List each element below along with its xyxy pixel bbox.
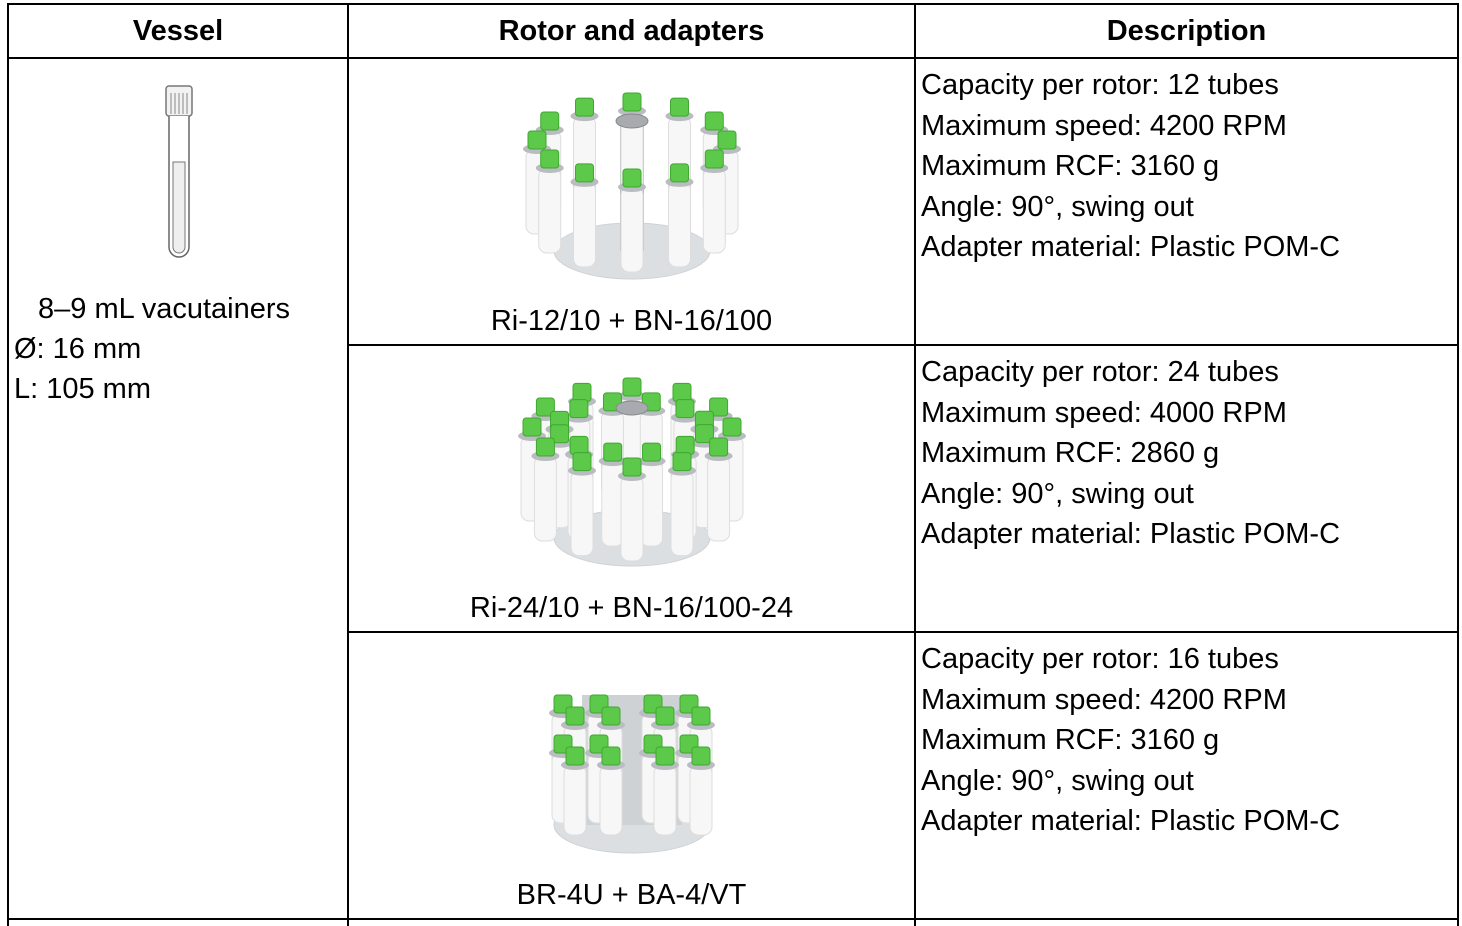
green-cap	[655, 706, 674, 726]
adapter-tube	[572, 181, 596, 268]
rotor-cell: Ri-12/10 + BN-16/100	[347, 57, 916, 346]
green-cap	[704, 111, 724, 131]
green-cap	[622, 92, 641, 112]
green-cap	[539, 111, 559, 131]
green-cap	[569, 435, 589, 455]
rotor-image	[548, 694, 715, 854]
adapter-tube	[599, 764, 622, 836]
green-cap	[522, 417, 541, 437]
vessel-diameter: Ø: 16 mm	[14, 333, 142, 365]
green-cap	[672, 452, 691, 472]
green-cap	[691, 746, 710, 766]
description-cell: Capacity per rotor: 16 tubes Maximum spe…	[914, 631, 1459, 920]
green-cap	[674, 399, 694, 419]
green-cap	[539, 149, 559, 169]
green-cap	[704, 149, 724, 169]
green-cap	[669, 97, 689, 117]
header-description: Description	[914, 3, 1459, 59]
green-cap	[568, 399, 588, 419]
angle: Angle: 90°, swing out	[921, 477, 1194, 510]
green-cap	[708, 437, 728, 457]
green-cap	[535, 437, 555, 457]
adapter-tube	[653, 764, 676, 836]
adapter-tube	[670, 470, 693, 557]
green-cap	[574, 163, 594, 183]
green-cap	[672, 382, 691, 402]
green-cap	[535, 397, 555, 417]
adapter-tube	[537, 167, 561, 254]
rotor-compatibility-table: Vessel Rotor and adapters Description 8–…	[7, 3, 1459, 926]
rotor-cell: Ri-24/10 + BN-16/100-24	[347, 344, 916, 633]
green-cap	[717, 130, 736, 150]
rotor-cell: BR-4U + BA-4/VT	[347, 631, 916, 920]
green-cap	[655, 746, 674, 766]
green-cap	[549, 424, 569, 444]
green-cap	[565, 746, 584, 766]
rotor-model: BR-4U + BA-4/VT	[516, 879, 747, 911]
next-row-partial	[7, 918, 1459, 926]
angle: Angle: 90°, swing out	[921, 190, 1194, 223]
capacity: Capacity per rotor: 12 tubes	[921, 69, 1279, 101]
rotor-image	[517, 377, 746, 567]
max-speed: Maximum speed: 4200 RPM	[921, 683, 1287, 716]
description-cell: Capacity per rotor: 24 tubes Maximum spe…	[914, 344, 1459, 633]
table-row: Ri-24/10 + BN-16/100-24 Capacity per rot…	[8, 344, 1459, 633]
green-cap	[694, 424, 714, 444]
vessel-cell: 8–9 mL vacutainers Ø: 16 mm L: 105 mm	[7, 57, 349, 920]
green-cap	[622, 168, 641, 188]
rotor-model: Ri-12/10 + BN-16/100	[490, 305, 773, 337]
header-vessel: Vessel	[7, 3, 349, 59]
green-cap	[574, 97, 594, 117]
green-cap	[708, 397, 728, 417]
green-cap	[675, 435, 695, 455]
green-cap	[669, 163, 689, 183]
green-cap	[602, 442, 622, 462]
green-cap	[691, 706, 710, 726]
max-speed: Maximum speed: 4200 RPM	[921, 109, 1287, 142]
description-cell: Capacity per rotor: 12 tubes Maximum spe…	[914, 57, 1459, 346]
vessel-length: L: 105 mm	[14, 373, 151, 405]
adapter-material: Adapter material: Plastic POM-C	[921, 231, 1341, 263]
green-cap	[572, 382, 591, 402]
green-cap	[722, 417, 741, 437]
adapter-tube	[563, 764, 586, 836]
vessel-name: 8–9 mL vacutainers	[38, 293, 291, 325]
green-cap	[641, 442, 661, 462]
green-cap	[572, 452, 591, 472]
green-cap	[565, 706, 584, 726]
green-cap	[622, 457, 641, 477]
adapter-tube	[667, 181, 691, 268]
max-speed: Maximum speed: 4000 RPM	[921, 396, 1287, 429]
rotor-hub	[615, 400, 648, 416]
adapter-tube	[620, 186, 643, 273]
table-row: 8–9 mL vacutainers Ø: 16 mm L: 105 mm Ri…	[7, 57, 1459, 920]
adapter-tube	[620, 475, 643, 562]
rotor-hub	[615, 113, 648, 129]
header-row: Vessel Rotor and adapters Description	[7, 3, 1459, 59]
adapter-tube	[702, 167, 726, 254]
adapter-material: Adapter material: Plastic POM-C	[921, 518, 1341, 550]
max-rcf: Maximum RCF: 3160 g	[921, 150, 1220, 182]
adapter-tube	[533, 455, 557, 542]
capacity: Capacity per rotor: 24 tubes	[921, 356, 1279, 388]
capacity: Capacity per rotor: 16 tubes	[921, 643, 1279, 675]
adapter-tube	[706, 455, 730, 542]
green-cap	[622, 377, 641, 397]
green-cap	[527, 130, 546, 150]
green-cap	[601, 746, 620, 766]
test-tube-icon	[165, 85, 193, 258]
adapter-tube	[689, 764, 712, 836]
adapter-material: Adapter material: Plastic POM-C	[921, 805, 1341, 837]
header-rotor: Rotor and adapters	[347, 3, 916, 59]
max-rcf: Maximum RCF: 2860 g	[921, 437, 1220, 469]
angle: Angle: 90°, swing out	[921, 764, 1194, 797]
table-row: BR-4U + BA-4/VT Capacity per rotor: 16 t…	[8, 631, 1459, 920]
rotor-image	[522, 92, 741, 280]
max-rcf: Maximum RCF: 3160 g	[921, 724, 1220, 756]
rotor-model: Ri-24/10 + BN-16/100-24	[469, 592, 794, 624]
adapter-tube	[570, 470, 593, 557]
green-cap	[601, 706, 620, 726]
